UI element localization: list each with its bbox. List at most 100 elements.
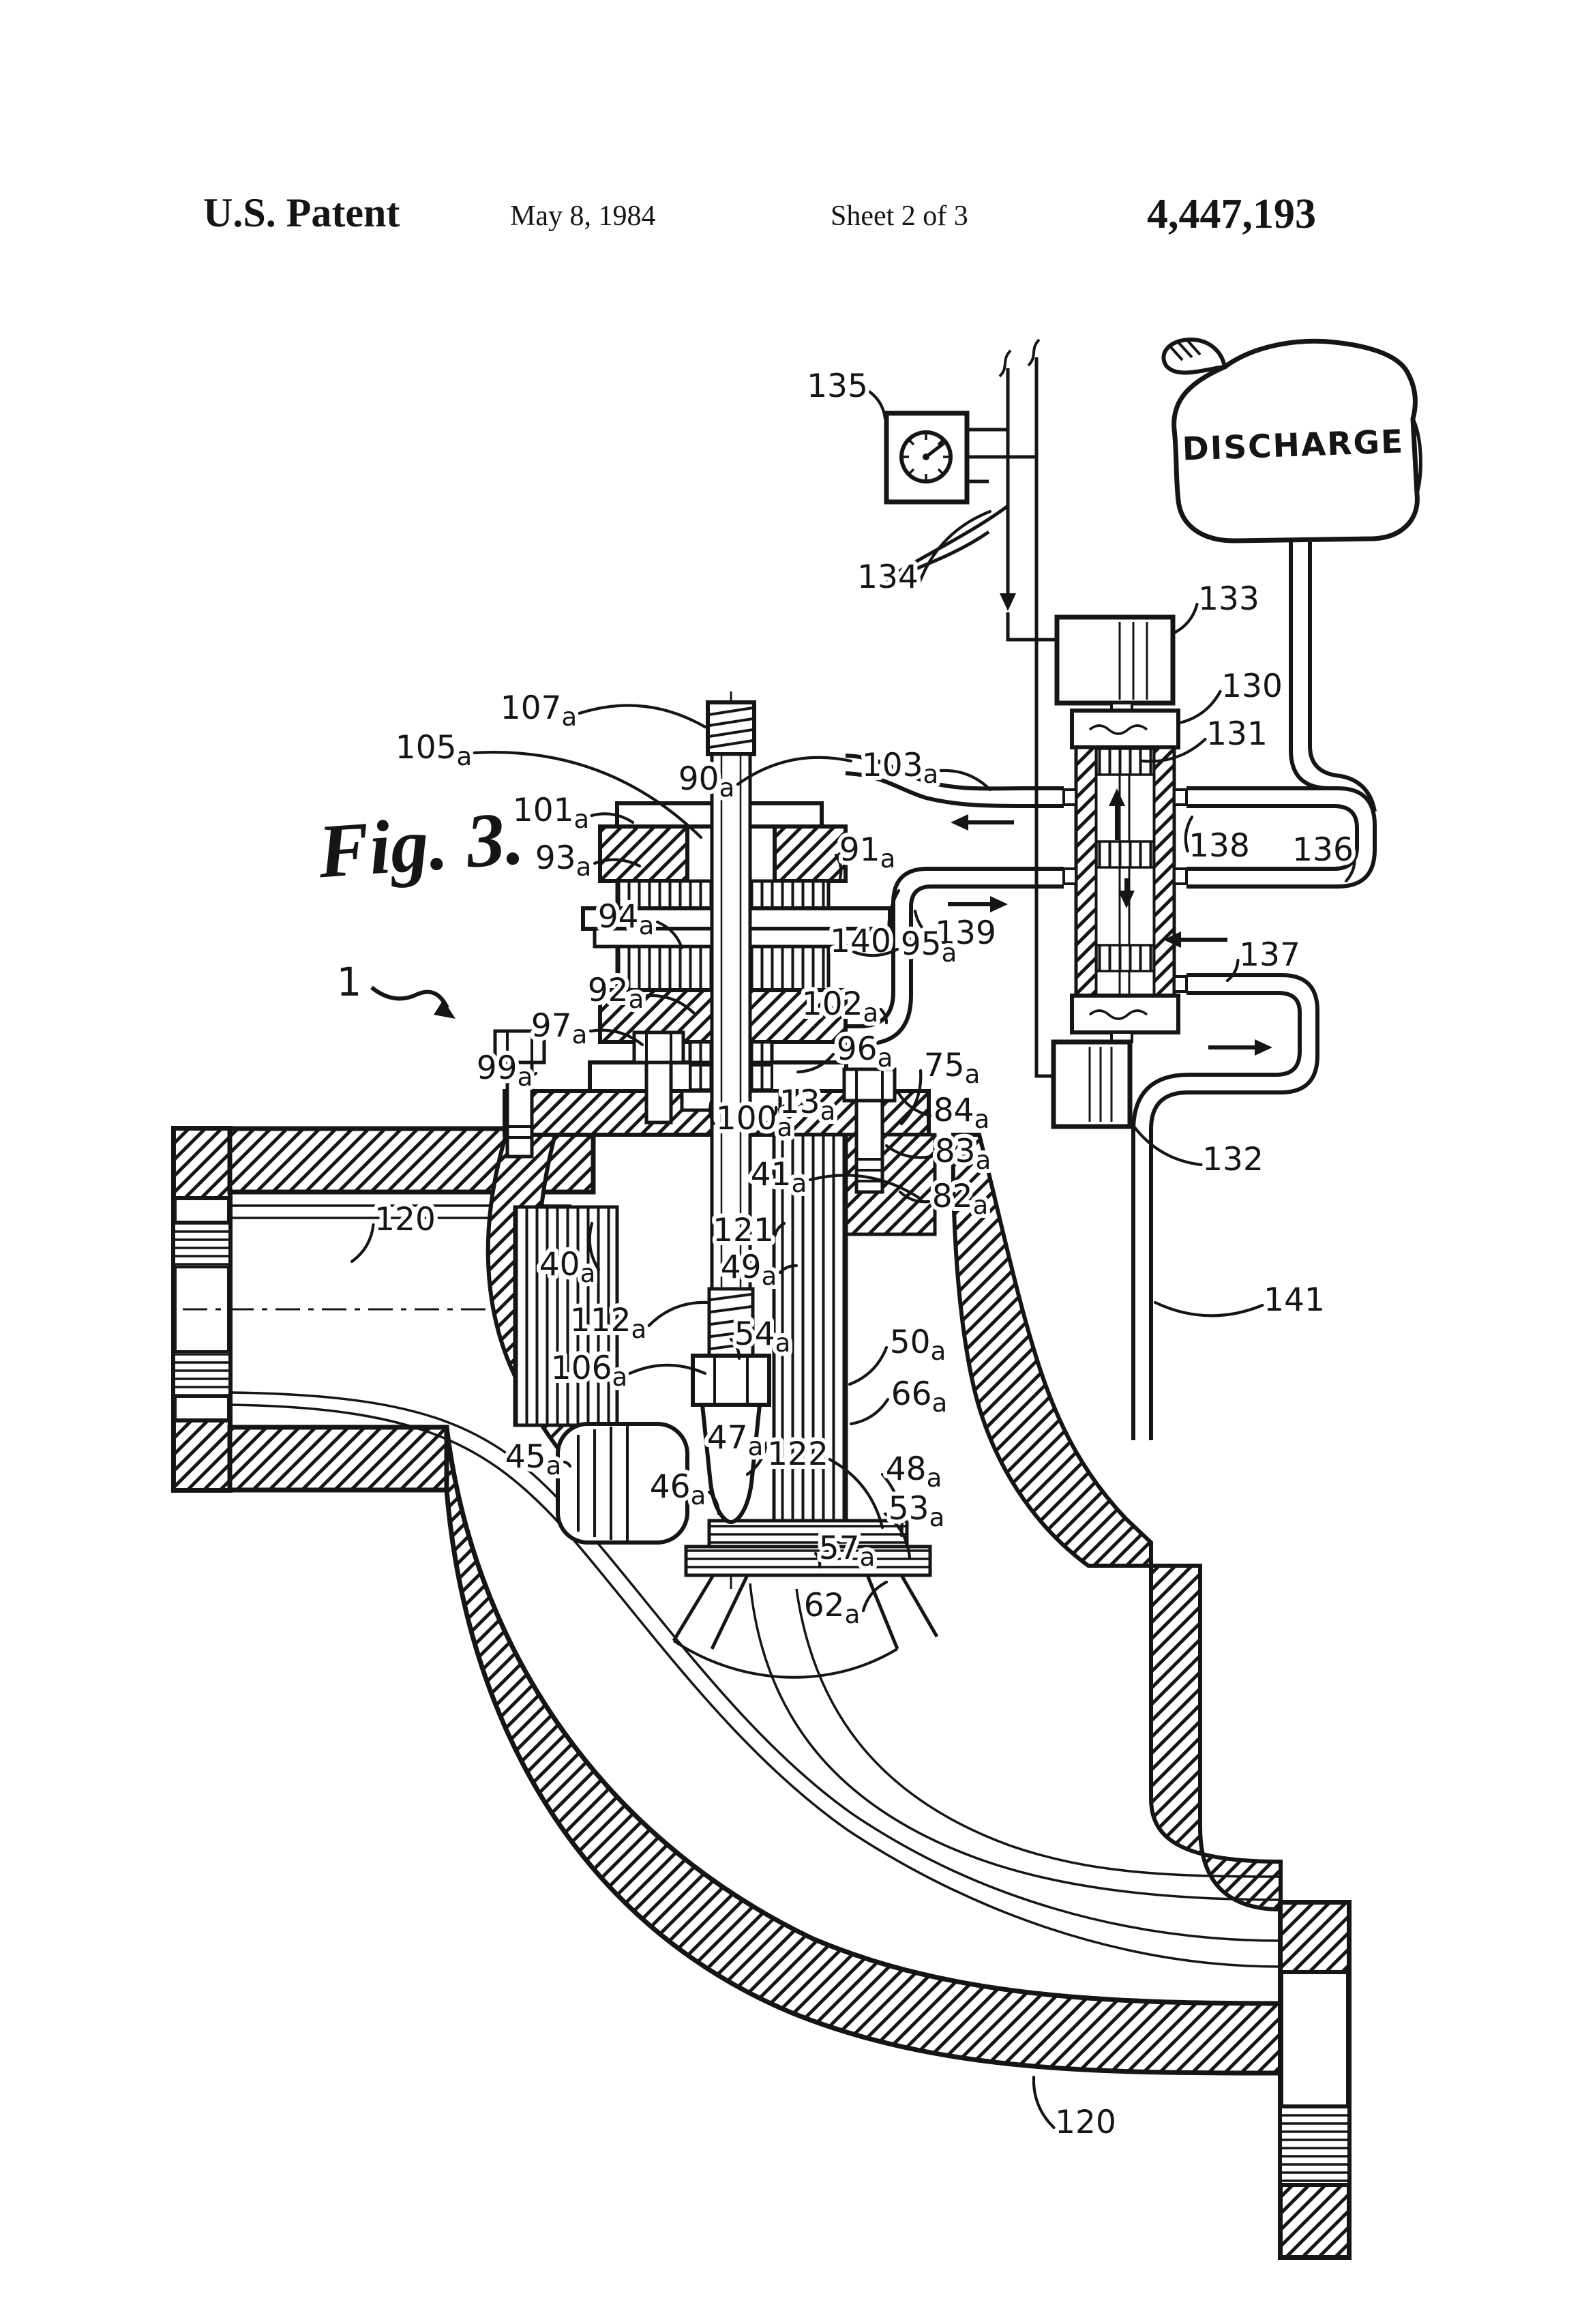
ref-label-text: 134 [857,558,919,596]
ref-label-134: 134 [853,509,992,600]
tube-137-inner [1131,991,1302,1440]
solenoid-lower [1051,1039,1133,1129]
leader-line [849,1397,890,1426]
tube-136-outer [1186,786,1377,889]
valve-port-nipple [1062,867,1077,885]
solenoid-upper [1054,614,1176,706]
left-flange-hatch-bottom [172,1418,232,1492]
flow-arrow-right-head [990,896,1008,912]
ref-label-122: 122 [763,1431,884,1530]
ref-label-text: 103a [862,747,938,789]
leader-line [729,1337,741,1360]
leader-line [899,1069,923,1126]
valve-port-nipple [1173,867,1188,885]
ref-label-text: 50a [890,1324,946,1366]
ref-label-120: 120 [1032,2075,1120,2145]
leader-line [796,1052,835,1074]
actuator [493,700,937,1545]
ref-label-text: 95a [901,925,957,968]
ref-label-text: 84a [934,1092,990,1134]
ref-label-112a: 112a [566,1298,710,1348]
control-valve [1051,614,1188,1129]
ref-label-135: 135 [803,363,887,421]
leader-line [745,1441,768,1476]
ref-label-95a: 95a [852,921,961,972]
ref-label-text: 136 [1292,831,1354,869]
ref-label-text: 131 [1206,715,1268,753]
leader-line [1153,1300,1264,1317]
tube-136-inner [1186,804,1359,871]
leader-line [852,947,899,957]
ref-label-75a: 75a [899,1043,984,1126]
ref-label-83a: 83a [884,1129,995,1179]
signal-arrow-down-head [1000,593,1016,611]
ref-label-text: 139 [935,914,996,952]
ref-label-139: 139 [913,909,1000,956]
leader-line [1130,1122,1203,1167]
leader-line [879,1007,889,1025]
leader-line [939,769,992,792]
ref-label-131: 131 [1141,711,1272,763]
flow-arrows [948,814,1272,1056]
ref-label-text: 132 [1202,1141,1264,1178]
banner-roll [1161,337,1227,375]
bottom-flange-hatch-top [1279,1901,1351,1974]
cylinder-flange-left [598,824,689,883]
cap-break-squiggle [1088,724,1148,735]
tube-139-upper [846,867,1064,1028]
guide-sleeve [513,1205,619,1427]
valve-wall-right [1152,745,1176,998]
signal-line-2 [1034,357,1054,1078]
ref-label-text: 112a [570,1302,646,1344]
leader-line [590,812,635,824]
ref-label-text: 93a [535,839,592,882]
leader-line [708,1097,715,1126]
solenoid-lower-shading [1088,1047,1113,1122]
ref-label-137: 137 [1225,932,1304,983]
ref-label-text: 92a [588,972,644,1014]
figure-reference-arrow [370,985,449,1009]
ref-label-82a: 82a [898,1174,992,1224]
ref-label-140: 140 [826,889,901,964]
body-right-wall [951,1133,1153,1568]
figure-caption: Fig. 3. [315,796,527,895]
bore-flow-line [749,1583,1281,1901]
ref-label-text: 101a [513,792,589,834]
bore-flow-line [795,1588,1281,1878]
ref-label-text: 53a [889,1490,945,1532]
ref-label-text: 97a [531,1007,588,1049]
valve-port-nipple [1173,975,1188,993]
flow-arrow-left-head [1163,932,1181,948]
ref-label-text: 130 [1221,668,1283,705]
ref-label-text: 102a [802,985,878,1028]
pipe-bottom-wall [227,1425,449,1493]
discharge-label: DISCHARGE [1182,423,1405,468]
bottom-flange-bolt-band [1279,2104,1350,2186]
ref-label-66a: 66a [849,1371,951,1426]
seat-ring-upper [707,1519,909,1549]
flow-arrow-right-head [1255,1039,1272,1056]
patent-date: May 8, 1984 [510,200,656,232]
figure-reference-numeral: 1 [337,959,362,1005]
sheet-number: Sheet 2 of 3 [831,200,968,232]
banner-ribbon [1171,338,1420,543]
seat-skirt-arc [672,1639,899,1679]
ref-label-54a: 54a [729,1311,794,1362]
ref-label-text: 46a [650,1468,706,1510]
ref-label-50a: 50a [848,1320,950,1386]
leader-line [350,1223,375,1264]
ref-label-133: 133 [1172,576,1264,635]
ref-label-120: 120 [350,1197,440,1264]
ref-label-text: 49a [721,1249,777,1291]
pipe-right-wall [1149,1564,1283,1912]
seat-skirt-line [672,1574,715,1642]
leader-line [1032,2075,1056,2130]
signal-line-break [1027,338,1041,367]
ref-label-text: 41a [751,1156,807,1198]
liner-column [772,1133,848,1523]
leader-line [645,994,696,1015]
ref-label-text: 141 [1264,1281,1325,1319]
ref-label-text: 91a [839,831,896,874]
